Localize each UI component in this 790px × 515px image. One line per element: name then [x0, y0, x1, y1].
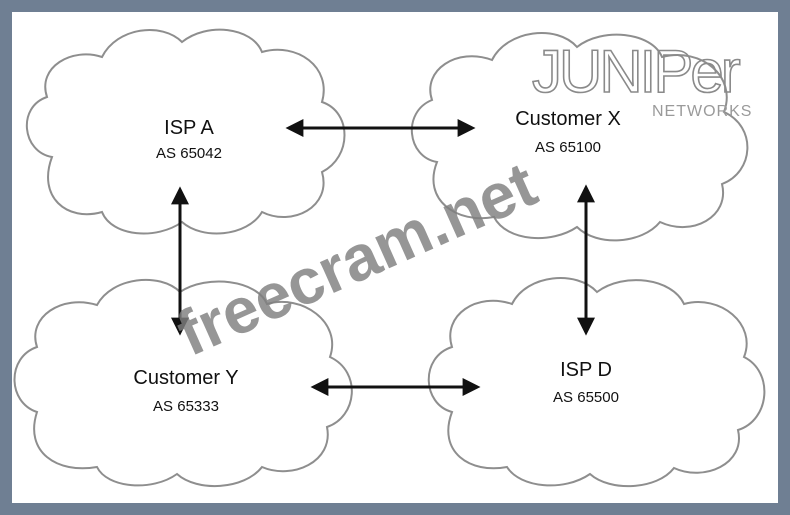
logo-main-text: JUNIPer — [532, 38, 740, 105]
isp-a-title: ISP A — [164, 117, 214, 139]
cloud-isp-a: ISP A AS 65042 — [25, 28, 346, 235]
cloud-customer-x: Customer X AS 65100 — [410, 32, 749, 242]
isp-a-as-number: AS 65042 — [156, 145, 222, 162]
logo-sub-text: NETWORKS — [652, 103, 752, 120]
cloud-isp-d: ISP D AS 65500 — [427, 277, 766, 488]
diagram-canvas: ISP A AS 65042 Customer X AS 65100 Custo… — [12, 12, 778, 503]
isp-d-title: ISP D — [560, 359, 612, 381]
cloud-customer-y: Customer Y AS 65333 — [13, 279, 353, 488]
customer-x-as-number: AS 65100 — [535, 139, 601, 156]
network-diagram: ISP A AS 65042 Customer X AS 65100 Custo… — [13, 28, 766, 488]
customer-y-title: Customer Y — [133, 367, 238, 389]
customer-y-as-number: AS 65333 — [153, 398, 219, 415]
isp-d-as-number: AS 65500 — [553, 389, 619, 406]
customer-x-title: Customer X — [515, 108, 621, 130]
juniper-logo: JUNIPer NETWORKS — [531, 37, 752, 120]
